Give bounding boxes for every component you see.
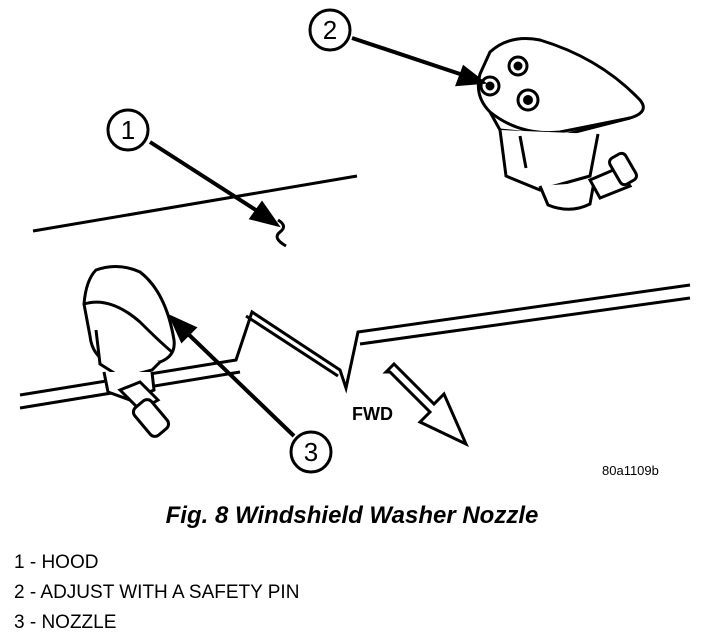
figure-caption: Fig. 8 Windshield Washer Nozzle [165, 502, 539, 529]
legend-list: 1 - HOOD 2 - ADJUST WITH A SAFETY PIN 3 … [14, 548, 299, 638]
nozzle-detail-upper [476, 37, 645, 211]
legend-item-hood: 1 - HOOD [14, 552, 99, 573]
callout-2: 2 [308, 8, 352, 52]
legend-item-nozzle: 3 - NOZZLE [14, 612, 117, 633]
hood-outline [19, 174, 691, 410]
forward-arrow [382, 361, 470, 448]
direction-label: FWD [352, 404, 393, 424]
callout-2-label: 2 [323, 15, 337, 45]
callout-1-label: 1 [121, 115, 135, 145]
nozzle-installed-lower [82, 265, 176, 438]
leader-lines [148, 36, 488, 438]
callout-3: 3 [289, 430, 333, 474]
callout-3-label: 3 [304, 437, 318, 467]
callout-1: 1 [106, 108, 150, 152]
legend-item-adjust: 2 - ADJUST WITH A SAFETY PIN [14, 582, 300, 603]
reference-code: 80a1109b [602, 463, 659, 478]
